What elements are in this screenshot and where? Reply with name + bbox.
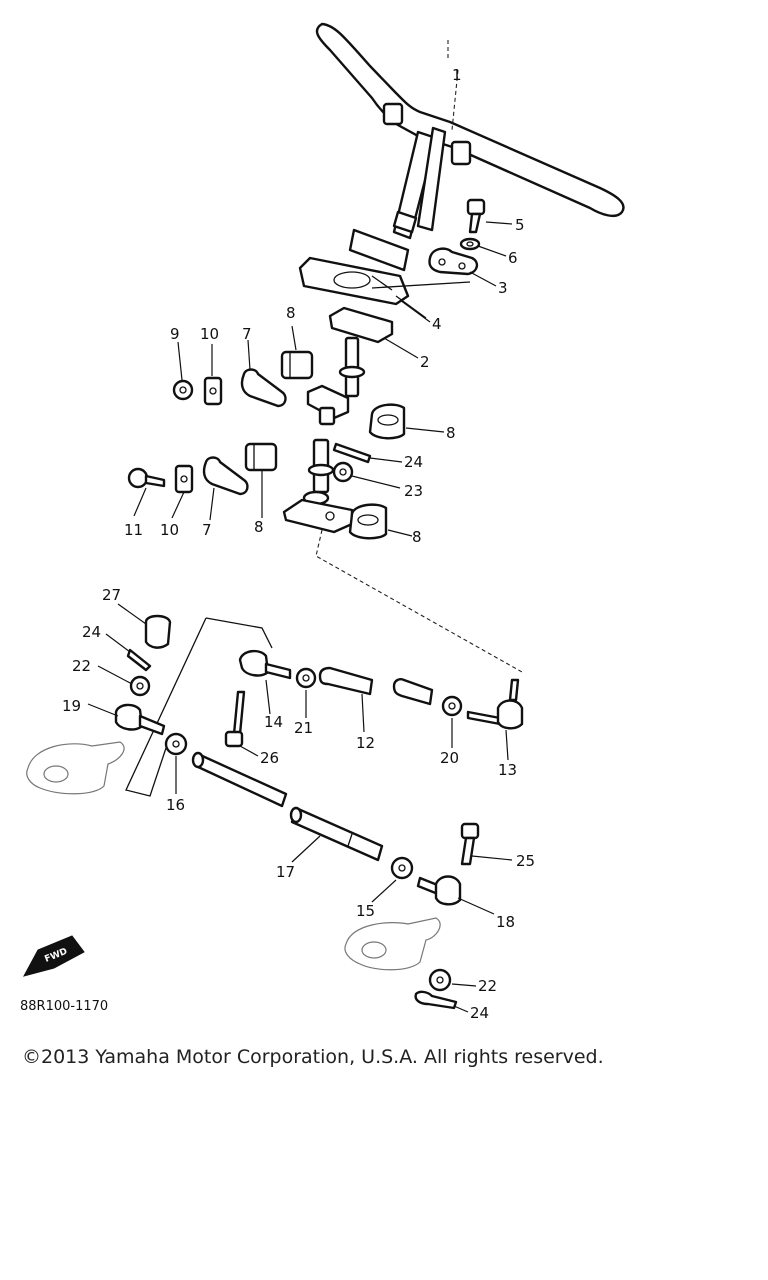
callout-8-top: 8 (286, 304, 296, 322)
callout-2: 2 (420, 353, 430, 371)
callout-4: 4 (432, 315, 442, 333)
assembly-line-knuckle (125, 617, 273, 797)
part-20-nut (441, 695, 463, 717)
leader-lines (87, 221, 513, 1013)
knuckle-left-ghost (26, 741, 125, 795)
part-24-pin-upper (332, 442, 372, 464)
callout-24-right: 24 (470, 1004, 489, 1022)
fwd-arrow-icon: FWD (23, 935, 85, 977)
part-3-clamp (428, 247, 479, 276)
part-16-nut (164, 732, 188, 756)
assembly-line-column (451, 69, 459, 131)
part-26-long-bolt (224, 690, 246, 748)
copyright-notice: ©2013 Yamaha Motor Corporation, U.S.A. A… (22, 1046, 604, 1068)
part-12-sleeve-b (392, 678, 434, 706)
callout-13: 13 (498, 761, 517, 779)
callout-5: 5 (515, 216, 525, 234)
part-6-washer (459, 237, 481, 251)
reference-code: 88R100-1170 (20, 999, 108, 1014)
parts-diagram: 1 2 3 4 5 6 7 8 9 10 11 12 13 14 15 16 1… (20, 22, 625, 1022)
callout-7-lower: 7 (202, 521, 212, 539)
callout-15: 15 (356, 902, 375, 920)
callout-8-right-upper: 8 (446, 424, 456, 442)
callout-16: 16 (166, 796, 185, 814)
callout-6: 6 (508, 249, 518, 267)
part-21-nut (295, 667, 317, 689)
part-15-nut (390, 856, 414, 880)
part-10-plate-upper (203, 376, 223, 406)
callout-26: 26 (260, 749, 279, 767)
part-column-lower (282, 438, 354, 534)
callout-1: 1 (452, 66, 462, 84)
part-17-rod-b (289, 806, 384, 862)
part-13-rod-end-right (466, 678, 524, 730)
part-17-rod-a (191, 751, 288, 808)
callout-24-upper: 24 (404, 453, 423, 471)
part-9-nut (172, 379, 194, 401)
assembly-line-tie (315, 529, 523, 673)
steering-parts-svg: 1 2 3 4 5 6 7 8 9 10 11 12 13 14 15 16 1… (20, 22, 625, 1022)
callout-22-left: 22 (72, 657, 91, 675)
callout-18: 18 (496, 913, 515, 931)
callout-24-left: 24 (82, 623, 101, 641)
part-23-nut (332, 461, 354, 483)
part-10-plate-lower (174, 464, 194, 494)
part-1-handlebar (315, 22, 625, 272)
part-19-rod-end-left (114, 703, 166, 736)
part-8-bushing-right-lower (348, 503, 388, 540)
callout-22-right: 22 (478, 977, 497, 995)
callout-17: 17 (276, 863, 295, 881)
callout-11: 11 (124, 521, 143, 539)
part-8-block-middle (244, 442, 278, 472)
callout-10-lower: 10 (160, 521, 179, 539)
callout-7-upper: 7 (242, 325, 252, 343)
callout-27: 27 (102, 586, 121, 604)
callout-21: 21 (294, 719, 313, 737)
callout-25: 25 (516, 852, 535, 870)
part-8-block-upper (280, 350, 314, 380)
part-27-cap (144, 614, 172, 649)
part-22-nut-right (428, 968, 452, 992)
part-14-rod-end (238, 649, 292, 680)
part-2-column-upper (306, 306, 394, 426)
part-22-nut-left (129, 675, 151, 697)
part-5-bolt (466, 198, 486, 234)
part-24-pin-left (126, 648, 152, 672)
callout-23: 23 (404, 482, 423, 500)
part-7-bracket-lower (202, 456, 249, 496)
part-4-upper-plate (298, 256, 410, 306)
callout-8-right-lower: 8 (412, 528, 422, 546)
callout-9: 9 (170, 325, 180, 343)
part-24-pin-right (414, 990, 458, 1010)
part-11-bolt (127, 467, 166, 489)
part-8-bushing-right-upper (368, 403, 406, 440)
part-25-bolt (460, 822, 480, 866)
part-7-bracket-upper (240, 368, 287, 408)
callout-10-upper: 10 (200, 325, 219, 343)
callout-14: 14 (264, 713, 283, 731)
part-18-rod-end (416, 875, 462, 906)
callout-20: 20 (440, 749, 459, 767)
knuckle-right-ghost (344, 917, 441, 971)
part-12-sleeve (318, 666, 374, 696)
callout-8-middle: 8 (254, 518, 264, 536)
callout-numbers: 1 2 3 4 5 6 7 8 9 10 11 12 13 14 15 16 1… (62, 66, 535, 1022)
assembly-line-plate (371, 281, 471, 319)
callout-3: 3 (498, 279, 508, 297)
callout-12: 12 (356, 734, 375, 752)
callout-19: 19 (62, 697, 81, 715)
